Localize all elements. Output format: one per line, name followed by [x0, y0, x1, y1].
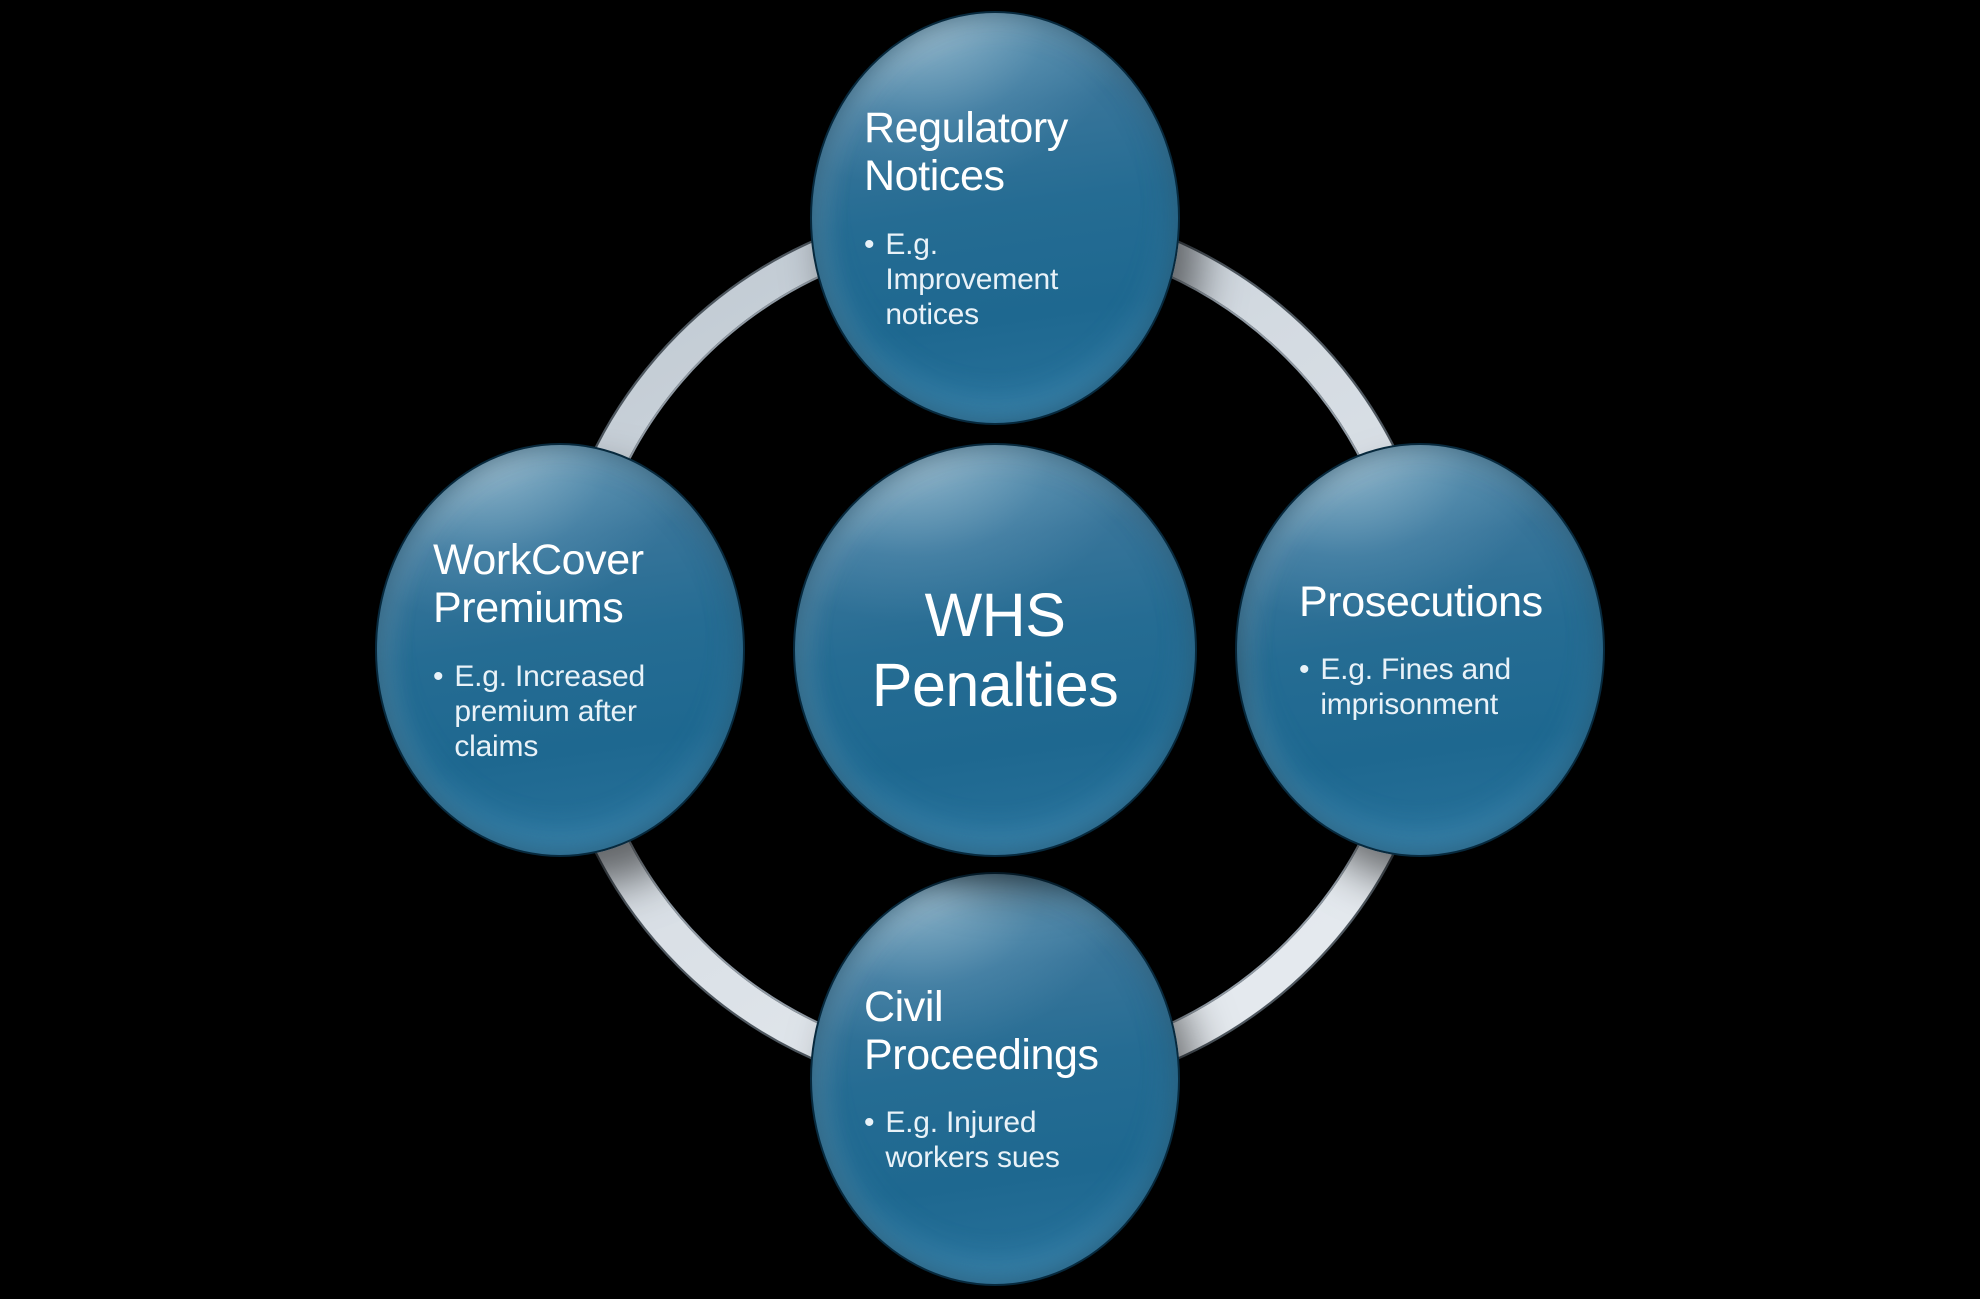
bullet-dot: •	[1299, 652, 1310, 686]
node-text-block: Regulatory Notices • E.g. Improvement no…	[864, 104, 1099, 332]
node-bullet: • E.g. Improvement notices	[864, 227, 1099, 332]
center-title-line-1: WHS	[924, 580, 1066, 649]
bullet-text: E.g. Fines and imprisonment	[1320, 652, 1511, 722]
node-regulatory-notices: Regulatory Notices • E.g. Improvement no…	[810, 11, 1180, 425]
node-text-block: Prosecutions • E.g. Fines and imprisonme…	[1299, 578, 1567, 722]
node-bullet: • E.g. Increased premium after claims	[433, 659, 668, 764]
node-bullet: • E.g. Fines and imprisonment	[1299, 652, 1567, 722]
node-bullet: • E.g. Injured workers sues	[864, 1105, 1114, 1175]
node-civil-proceedings: Civil Proceedings • E.g. Injured workers…	[810, 872, 1180, 1286]
node-text-block: Civil Proceedings • E.g. Injured workers…	[864, 983, 1114, 1176]
node-title: Prosecutions	[1299, 577, 1543, 626]
node-title: Civil Proceedings	[864, 982, 1099, 1079]
center-title: WHS Penalties	[871, 580, 1119, 720]
node-title: WorkCover Premiums	[433, 536, 644, 633]
node-title: Regulatory Notices	[864, 104, 1068, 201]
bullet-text: E.g. Injured workers sues	[885, 1106, 1060, 1175]
bullet-text: E.g. Improvement notices	[885, 227, 1059, 331]
bullet-text: E.g. Increased premium after claims	[454, 659, 645, 763]
node-prosecutions: Prosecutions • E.g. Fines and imprisonme…	[1235, 443, 1605, 857]
node-whs-penalties-center: WHS Penalties	[793, 443, 1197, 857]
bullet-dot: •	[864, 1106, 875, 1140]
bullet-dot: •	[433, 659, 444, 693]
center-title-line-2: Penalties	[871, 651, 1119, 719]
node-workcover-premiums: WorkCover Premiums • E.g. Increased prem…	[375, 443, 745, 857]
bullet-dot: •	[864, 227, 875, 261]
node-text-block: WorkCover Premiums • E.g. Increased prem…	[433, 536, 668, 764]
